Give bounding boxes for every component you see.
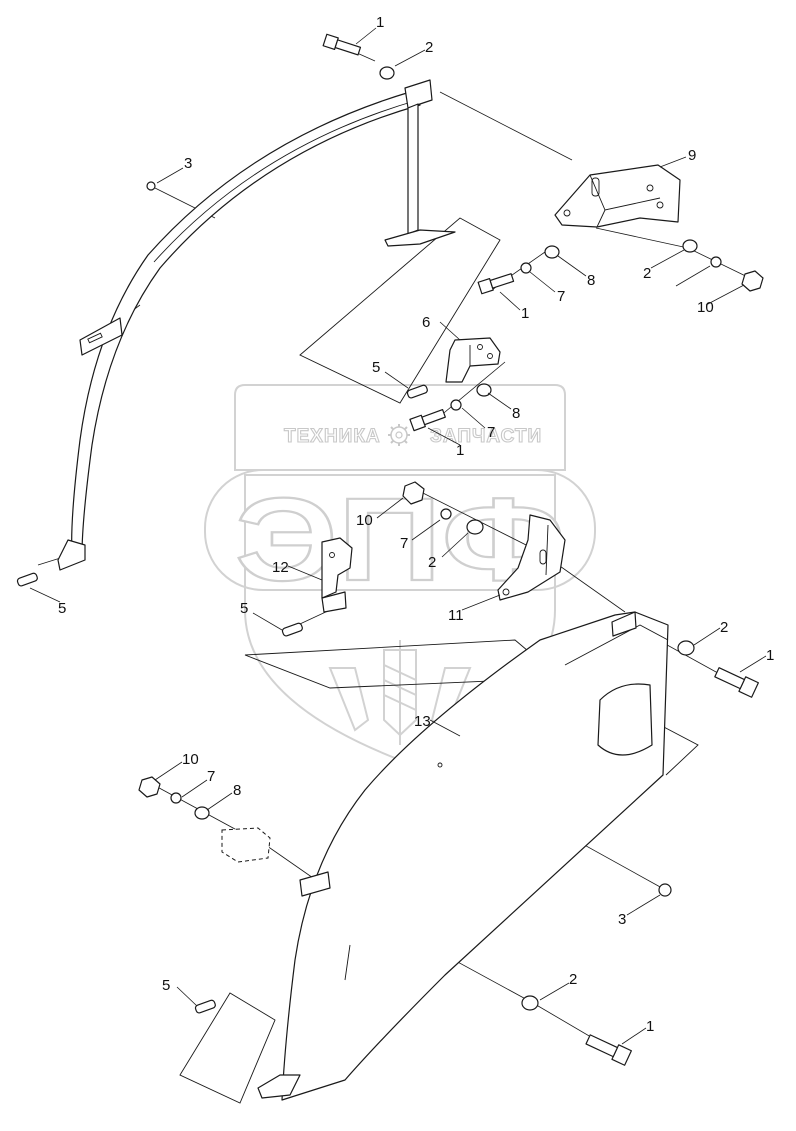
callout-5: 5 (372, 359, 380, 376)
callout-2: 2 (720, 619, 728, 636)
callout-1: 1 (376, 14, 384, 31)
callout-7: 7 (400, 535, 408, 552)
callout-1: 1 (521, 305, 529, 322)
callout-5: 5 (58, 600, 66, 617)
callout-8: 8 (512, 405, 520, 422)
callout-10: 10 (356, 512, 373, 529)
callout-3: 3 (618, 911, 626, 928)
callout-2: 2 (569, 971, 577, 988)
callout-13: 13 (414, 713, 431, 730)
callout-12: 12 (272, 559, 289, 576)
fender-13 (257, 611, 669, 1101)
callout-2: 2 (643, 265, 651, 282)
callout-6: 6 (422, 314, 430, 331)
dashed-cage-nut (221, 827, 271, 863)
watermark-brand-right: ЗАПЧАСТИ (430, 426, 542, 447)
callout-7: 7 (207, 768, 215, 785)
callout-3: 3 (184, 155, 192, 172)
callout-1: 1 (646, 1018, 654, 1035)
callout-8: 8 (587, 272, 595, 289)
callout-leaders (29, 27, 767, 1045)
callout-2: 2 (425, 39, 433, 56)
callout-8: 8 (233, 782, 241, 799)
callout-2: 2 (428, 554, 436, 571)
callout-10: 10 (697, 299, 714, 316)
callout-10: 10 (182, 751, 199, 768)
callout-1: 1 (766, 647, 774, 664)
bracket-9 (554, 164, 681, 228)
callout-7: 7 (487, 424, 495, 441)
callout-5: 5 (162, 977, 170, 994)
upper-fender-stay (57, 79, 456, 571)
callout-7: 7 (557, 288, 565, 305)
gear-icon (388, 424, 410, 446)
callout-5: 5 (240, 600, 248, 617)
fasteners (16, 33, 764, 1066)
bracket-6 (445, 337, 501, 383)
bracket-12 (321, 537, 353, 613)
callout-9: 9 (688, 147, 696, 164)
callout-labels: 1 2 3 9 8 2 7 1 10 6 5 8 7 1 10 7 2 12 1… (58, 14, 774, 1035)
bracket-11 (497, 514, 566, 601)
callout-1: 1 (456, 442, 464, 459)
watermark-brand-left: ТЕХНИКА (284, 426, 381, 447)
callout-11: 11 (448, 607, 464, 624)
